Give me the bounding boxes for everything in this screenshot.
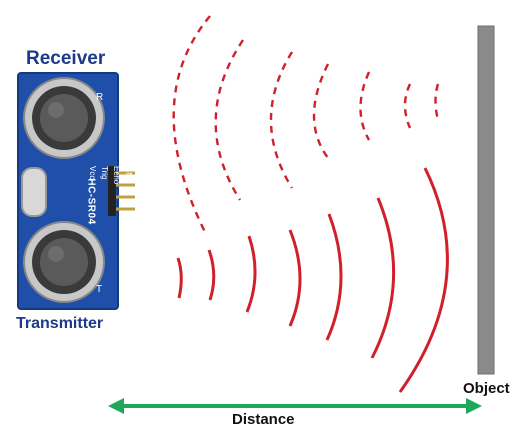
receiver-label: Receiver xyxy=(26,48,106,69)
echo-wave-7 xyxy=(434,83,440,121)
receiver-mark: R xyxy=(96,92,103,103)
hc-sr04-sensor-board: R T xyxy=(17,72,135,310)
transmit-wave-6 xyxy=(370,197,396,359)
echo-wave-2 xyxy=(214,39,245,201)
pin-trig-label: Trig xyxy=(100,166,109,180)
crystal-oscillator xyxy=(21,167,47,217)
echo-wave-5 xyxy=(359,71,371,141)
pin-echo-label: Echo xyxy=(112,166,121,185)
echo-wave-6 xyxy=(403,83,412,129)
transmit-wave-5 xyxy=(325,213,343,341)
transmitter-label: Transmitter xyxy=(16,315,104,332)
object-label: Object xyxy=(463,380,510,397)
echo-waves xyxy=(172,15,440,233)
transmit-wave-1 xyxy=(176,257,183,299)
echo-wave-4 xyxy=(312,63,330,159)
transmitted-waves xyxy=(176,167,449,393)
pin-gnd-label: GND xyxy=(124,166,133,184)
transmitter-transducer xyxy=(23,221,105,303)
pin-vcc-label: Vcc xyxy=(88,166,97,180)
echo-wave-1 xyxy=(172,15,211,233)
transmit-wave-4 xyxy=(288,229,302,327)
transmit-wave-3 xyxy=(245,235,257,313)
transmit-wave-2 xyxy=(207,249,216,301)
transmitter-mark: T xyxy=(96,284,102,295)
distance-arrow xyxy=(108,398,482,414)
transmit-wave-7 xyxy=(398,167,449,393)
receiver-transducer xyxy=(23,77,105,159)
sensor-model-label: HC-SR04 xyxy=(85,178,97,225)
distance-label: Distance xyxy=(232,411,295,428)
header-pins xyxy=(108,166,135,216)
object-wall xyxy=(477,25,495,375)
echo-wave-3 xyxy=(269,51,294,189)
